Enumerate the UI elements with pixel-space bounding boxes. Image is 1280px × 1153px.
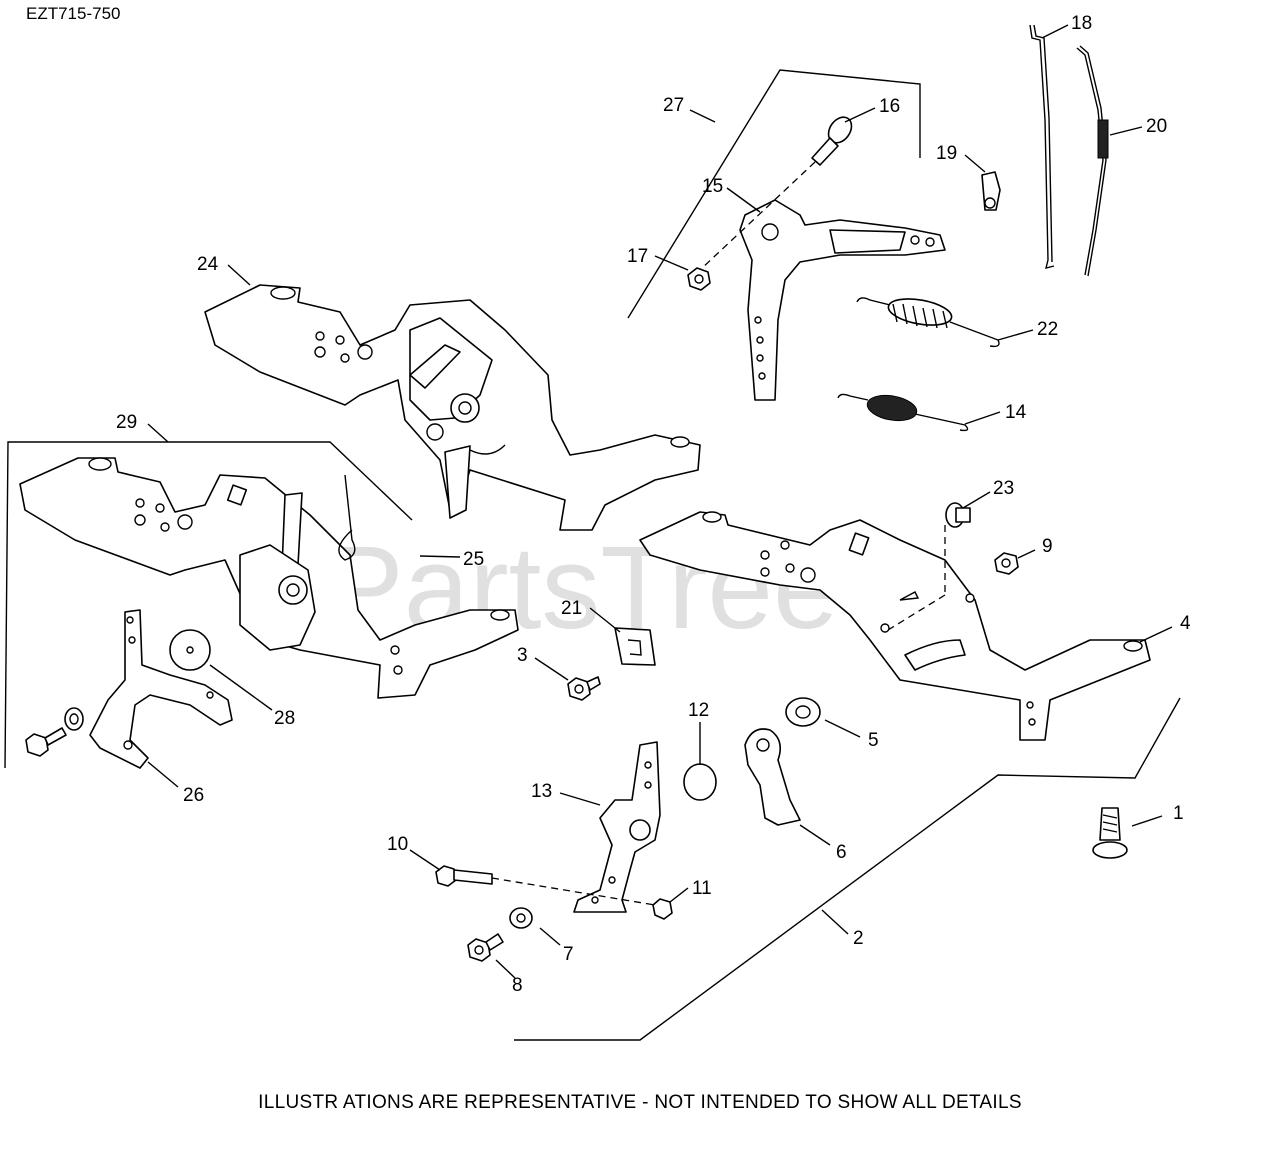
callout-21: 21 [561, 598, 582, 619]
part-8-bolt [467, 933, 504, 962]
part-7-washer [509, 907, 533, 929]
part-17-nut [687, 267, 711, 291]
callout-11: 11 [692, 878, 712, 899]
callout-26: 26 [183, 785, 204, 806]
callout-20: 20 [1146, 116, 1167, 137]
leader-lines [147, 24, 1173, 979]
part-12-washer [683, 763, 717, 801]
part-26-lever [25, 609, 233, 769]
part-6-link [744, 728, 801, 826]
callout-29: 29 [116, 412, 137, 433]
part-28-washer [169, 629, 211, 671]
callout-numbers: 1 2 3 4 5 6 7 8 9 10 11 12 13 14 15 16 1… [116, 13, 1191, 996]
part-29-left-bracket [19, 457, 519, 699]
callout-9: 9 [1042, 536, 1053, 557]
part-18-rod [1029, 24, 1055, 269]
model-number: EZT715-750 [26, 4, 121, 23]
callout-17: 17 [627, 246, 648, 267]
callout-25: 25 [463, 549, 484, 570]
part-21-clip [614, 627, 656, 666]
part-13-lever [573, 741, 661, 913]
leader-25 [419, 555, 461, 558]
callout-23: 23 [993, 478, 1014, 499]
callout-4: 4 [1180, 613, 1191, 634]
part-14-spring [837, 393, 969, 432]
part-4-right-bracket [639, 511, 1151, 741]
part-22-spring [856, 297, 1000, 348]
callout-18: 18 [1071, 13, 1092, 34]
part-3-bolt [567, 676, 601, 701]
callout-2: 2 [853, 928, 864, 949]
part-10-bolt [435, 865, 656, 906]
callout-1: 1 [1173, 803, 1184, 824]
callout-24: 24 [197, 254, 219, 275]
callout-19: 19 [936, 143, 957, 164]
callout-10: 10 [387, 834, 408, 855]
part-16-clevis-pin [699, 116, 853, 271]
bracket-2 [514, 697, 1181, 1041]
callout-27: 27 [663, 95, 684, 116]
part-1-bolt [1092, 807, 1128, 859]
callout-6: 6 [836, 842, 847, 863]
callout-13: 13 [531, 781, 552, 802]
disclaimer-footer: ILLUSTR ATIONS ARE REPRESENTATIVE - NOT … [258, 1092, 1022, 1113]
bracket-27 [627, 69, 921, 319]
callout-28: 28 [274, 708, 295, 729]
part-24-upper-bracket [204, 284, 701, 531]
part-11-nut [652, 898, 673, 920]
callout-14: 14 [1005, 402, 1027, 423]
callout-5: 5 [868, 730, 879, 751]
part-20-spring-rod [1076, 45, 1109, 277]
callout-7: 7 [563, 944, 574, 965]
part-23-shoulder-bolt [887, 502, 971, 631]
bracket-29 [4, 441, 413, 769]
callout-3: 3 [517, 645, 528, 666]
part-15-shift-lever [739, 199, 946, 401]
part-9-nut [994, 552, 1019, 575]
callout-16: 16 [879, 96, 900, 117]
callout-15: 15 [702, 176, 723, 197]
callout-8: 8 [512, 975, 523, 996]
part-19-clip [981, 171, 1001, 211]
callout-22: 22 [1037, 319, 1058, 340]
callout-12: 12 [688, 700, 709, 721]
part-5-bushing [785, 697, 821, 727]
